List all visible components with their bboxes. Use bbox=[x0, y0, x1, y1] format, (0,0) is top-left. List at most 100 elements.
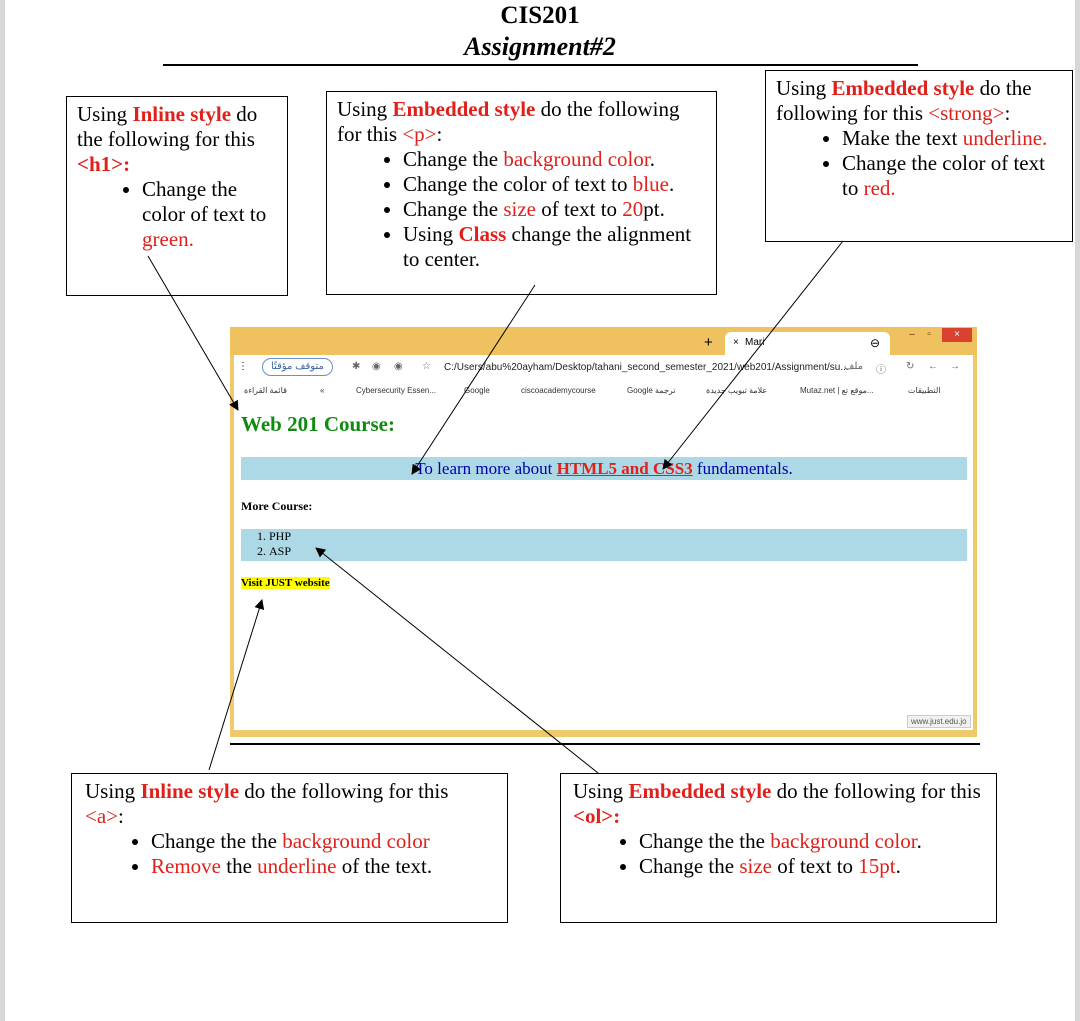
item-keyword: Remove bbox=[151, 854, 221, 878]
item-keyword: underline bbox=[257, 854, 337, 878]
item-keyword: green bbox=[142, 227, 189, 251]
bookmark-apps[interactable]: التطبيقات bbox=[908, 386, 941, 395]
browser-viewport: Web 201 Course: To learn more about HTML… bbox=[234, 402, 973, 730]
instruction-box-h1: Using Inline style do the following for … bbox=[66, 96, 288, 296]
paragraph-text: To learn more about bbox=[415, 459, 557, 478]
instruction-list: Make the text underline. Change the colo… bbox=[776, 126, 1062, 201]
item-text: . bbox=[890, 176, 896, 200]
style-type: Inline style bbox=[132, 102, 232, 126]
screenshot-bottom-rule bbox=[230, 743, 980, 745]
title-underline bbox=[163, 64, 918, 66]
bookmark-item[interactable]: Google bbox=[464, 386, 490, 395]
item-text: Make the text bbox=[842, 126, 963, 150]
item-text: . bbox=[668, 172, 675, 196]
style-type: Inline style bbox=[140, 779, 240, 803]
more-course-label: More Course: bbox=[241, 499, 313, 513]
item-text: Change the color of text to bbox=[403, 172, 633, 196]
extension-icon[interactable]: ◉ bbox=[394, 361, 403, 372]
forward-icon[interactable]: → bbox=[950, 361, 960, 372]
item-text: the bbox=[220, 854, 258, 878]
bookmark-item[interactable]: علامة تبويب جديدة bbox=[706, 386, 768, 395]
info-icon[interactable]: ⓘ bbox=[876, 365, 886, 376]
tab-bar: + × Mari ⊖ – ▫ × bbox=[230, 327, 977, 355]
item-text: Change the bbox=[403, 147, 504, 171]
instruction-item: Change the color of text to red. bbox=[842, 151, 1062, 201]
list-item: ASP bbox=[269, 544, 967, 559]
arrow-p bbox=[411, 284, 536, 475]
box-text: do the following for this bbox=[771, 779, 981, 803]
bookmark-reading-list[interactable]: قائمة القراءة bbox=[244, 386, 287, 395]
extension-icon[interactable]: ✱ bbox=[352, 361, 361, 372]
menu-icon[interactable]: ⋮ bbox=[238, 361, 248, 372]
bookmark-item[interactable]: Mutaz.net | موقع تع... bbox=[800, 386, 874, 395]
box-text: Using bbox=[337, 97, 393, 121]
target-tag: <h1>: bbox=[77, 152, 131, 176]
box-text: Using bbox=[776, 76, 832, 100]
instruction-item: Change the the background color bbox=[151, 829, 497, 854]
item-keyword: size bbox=[739, 854, 772, 878]
arrow-a bbox=[208, 599, 265, 771]
instruction-item: Change the the background color. bbox=[639, 829, 986, 854]
item-text: Using bbox=[403, 222, 459, 246]
tab-close-icon[interactable]: × bbox=[733, 337, 739, 348]
reload-icon[interactable]: ↻ bbox=[906, 361, 915, 372]
just-website-link[interactable]: Visit JUST website bbox=[241, 577, 330, 589]
course-title: CIS201 bbox=[500, 2, 580, 29]
item-keyword: red bbox=[863, 176, 891, 200]
page-paragraph: To learn more about HTML5 and CSS3 funda… bbox=[241, 457, 967, 480]
box-text: : bbox=[1004, 101, 1011, 125]
course-list: PHP ASP bbox=[241, 529, 967, 561]
extension-icon[interactable]: ◉ bbox=[372, 361, 381, 372]
new-tab-button[interactable]: + bbox=[704, 334, 713, 351]
browser-screenshot: + × Mari ⊖ – ▫ × ⋮ متوقف مؤقتًا ✱ ◉ ◉ ☆ … bbox=[230, 327, 977, 737]
item-text: Change the color of text to bbox=[842, 151, 1045, 200]
instruction-box-ol: Using Embedded style do the following fo… bbox=[560, 773, 997, 923]
instruction-item: Remove the underline of the text. bbox=[151, 854, 497, 879]
item-text: . bbox=[649, 147, 655, 171]
window-close-button[interactable]: × bbox=[942, 328, 972, 342]
back-icon[interactable]: ← bbox=[928, 361, 938, 372]
item-text: Change the bbox=[403, 197, 504, 221]
instruction-box-p: Using Embedded style do the following fo… bbox=[326, 91, 717, 295]
style-type: Embedded style bbox=[628, 779, 772, 803]
bookmark-overflow[interactable]: « bbox=[320, 386, 325, 395]
item-keyword: 20 bbox=[622, 197, 644, 221]
box-text: Using bbox=[85, 779, 141, 803]
bookmark-item[interactable]: Google ترجمة bbox=[627, 386, 676, 395]
item-text: Change the the bbox=[639, 829, 771, 853]
instruction-box-strong: Using Embedded style do the following fo… bbox=[765, 70, 1073, 242]
box-text: do the following for this bbox=[337, 97, 680, 146]
item-keyword: background color bbox=[770, 829, 917, 853]
window-minimize-button[interactable]: – bbox=[909, 329, 915, 340]
instruction-list: Change the the background color Remove t… bbox=[85, 829, 497, 879]
item-text: . bbox=[895, 854, 901, 878]
file-label: ملف bbox=[844, 361, 864, 372]
instruction-item: Change the background color. bbox=[403, 147, 706, 172]
instruction-item: Change the size of text to 20pt. bbox=[403, 197, 706, 222]
item-text: . bbox=[916, 829, 922, 853]
list-item: PHP bbox=[269, 529, 967, 544]
item-text: pt. bbox=[643, 197, 665, 221]
bookmark-star-icon[interactable]: ☆ bbox=[422, 361, 431, 372]
item-text: of text to bbox=[771, 854, 859, 878]
url-field[interactable]: C:/Users/abu%20ayham/Desktop/tahani_seco… bbox=[444, 362, 849, 373]
target-tag: <a> bbox=[85, 804, 119, 828]
item-keyword: background color bbox=[503, 147, 650, 171]
paragraph-strong: HTML5 and CSS3 bbox=[556, 459, 693, 478]
page-margin-left bbox=[0, 0, 5, 1021]
bookmark-item[interactable]: Cybersecurity Essen... bbox=[356, 386, 437, 395]
window-maximize-button[interactable]: ▫ bbox=[927, 329, 931, 340]
paragraph-text: fundamentals. bbox=[692, 459, 793, 478]
item-keyword: 15pt bbox=[858, 854, 896, 878]
style-type: Embedded style bbox=[831, 76, 975, 100]
box-text: do the following for this bbox=[77, 102, 258, 151]
profile-button[interactable]: متوقف مؤقتًا bbox=[262, 358, 333, 376]
page-heading: Web 201 Course: bbox=[241, 412, 395, 436]
bookmark-item[interactable]: ciscoacademycourse bbox=[521, 386, 596, 395]
item-text: change the alignment to center. bbox=[403, 222, 692, 271]
item-text: of the text. bbox=[336, 854, 433, 878]
item-keyword: underline bbox=[962, 126, 1043, 150]
instruction-item: Make the text underline. bbox=[842, 126, 1062, 151]
instruction-item: Change the color of text to blue. bbox=[403, 172, 706, 197]
item-text: Change the the bbox=[151, 829, 283, 853]
